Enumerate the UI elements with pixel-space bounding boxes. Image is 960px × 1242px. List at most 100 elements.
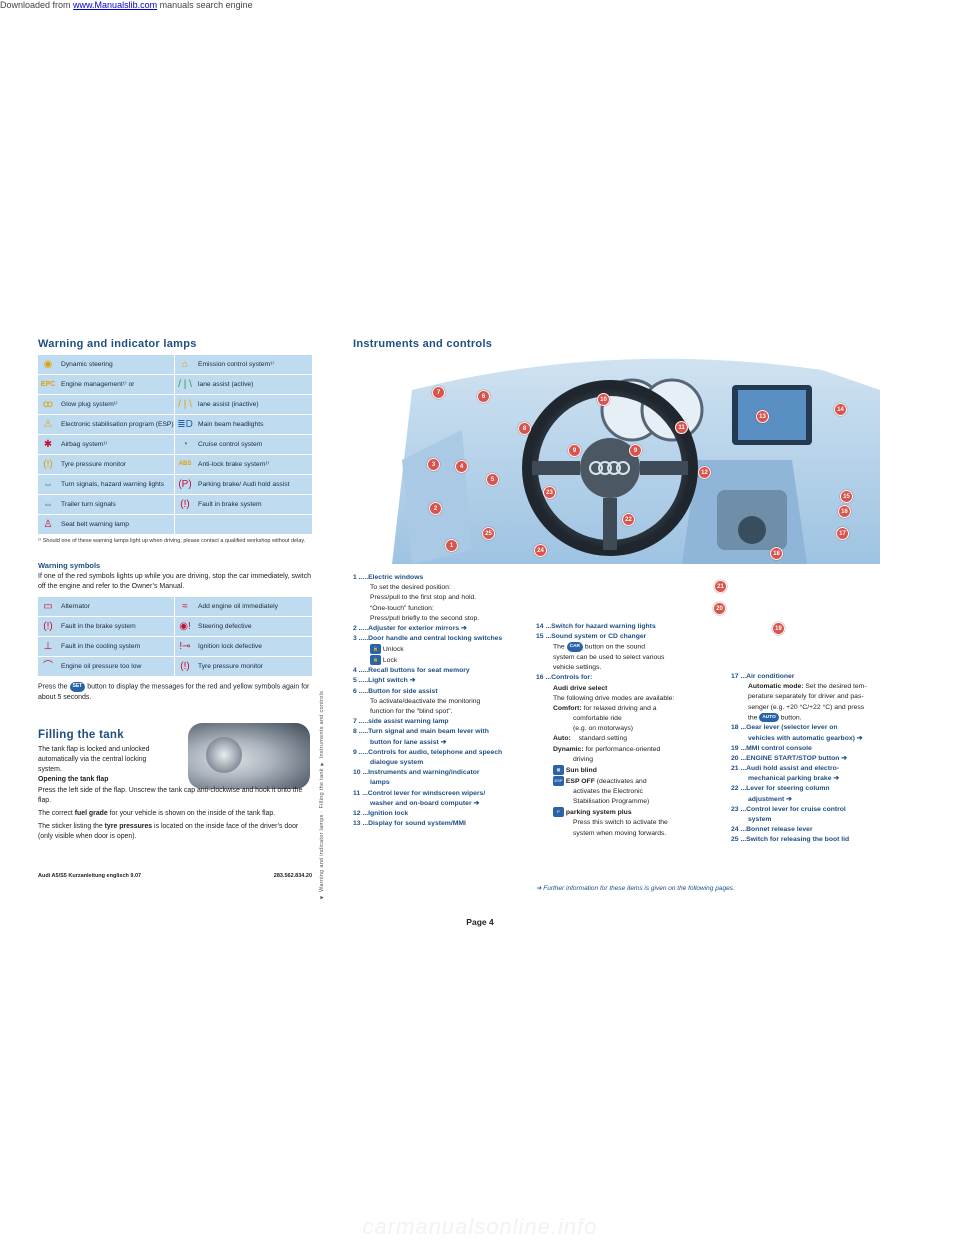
- arrow-icon: ➔: [473, 799, 480, 807]
- callout-10: 10: [597, 393, 610, 406]
- cockpit-illustration: [352, 350, 880, 564]
- callout-7: 7: [432, 386, 445, 399]
- callout-18: 18: [770, 547, 783, 560]
- steering-icon: ◉: [43, 359, 53, 370]
- lamp-cell: / | \lane assist (active): [175, 375, 312, 395]
- esp-off-icon: ESP: [553, 776, 564, 786]
- arrow-icon: ➔: [461, 624, 467, 632]
- lamp-cell: ⇔Turn signals, hazard warning lights: [38, 475, 175, 495]
- trailer-signal-icon: ⇔: [43, 499, 53, 510]
- car-button-icon: CAR: [566, 642, 584, 652]
- header-suffix: manuals search engine: [157, 0, 253, 10]
- filling-tank-section: Filling the tank The tank flap is locked…: [38, 729, 312, 842]
- arrow-icon: ➔: [841, 754, 847, 762]
- lamp-cell: / | \lane assist (inactive): [175, 395, 312, 415]
- callout-21: 21: [714, 580, 727, 593]
- side-navigation: ◄ Warning and indicator lamps · Filling …: [319, 690, 325, 900]
- glow-plug-icon: ꝏ: [42, 399, 54, 410]
- download-header: Downloaded from www.Manualslib.com manua…: [0, 0, 253, 10]
- header-prefix: Downloaded from: [0, 0, 74, 10]
- lamp-cell: (!)Tyre pressure monitor: [38, 455, 175, 475]
- callout-9a: 9: [568, 444, 581, 457]
- warning-lamps-title: Warning and indicator lamps: [38, 338, 197, 350]
- symbol-cell: (!)Fault in the brake system: [38, 617, 175, 638]
- callout-20: 20: [713, 602, 726, 615]
- lamp-cell: ◉Dynamic steering: [38, 355, 175, 375]
- unlock-icon: 🔓: [370, 644, 381, 655]
- symbol-cell: ≈Add engine oil immediately: [175, 597, 312, 618]
- callout-11: 11: [675, 421, 688, 434]
- tank-opening-text: Press the left side of the flap. Unscrew…: [38, 786, 303, 804]
- warning-lamps-section: Warning and indicator lamps ◉Dynamic ste…: [38, 338, 312, 545]
- coolant-icon: ⊥: [43, 641, 53, 653]
- auto-button-icon: AUTO: [759, 712, 779, 722]
- controls-list-col1: 1 .....Electric windows To set the desir…: [353, 574, 503, 828]
- lamp-cell: ♙Seat belt warning lamp: [38, 515, 175, 535]
- tyre-pressure-icon: (!): [43, 459, 53, 470]
- set-button-text: Press the SET button to display the mess…: [38, 682, 310, 701]
- brake-system-icon: (!): [43, 621, 53, 633]
- fuel-grade-text: The correct fuel grade for your vehicle …: [38, 809, 276, 817]
- engine-icon: ⌂: [181, 359, 189, 370]
- warning-symbols-text: If one of the red symbols lights up whil…: [38, 573, 311, 591]
- callout-3: 3: [427, 458, 440, 471]
- arrow-icon: ➔: [833, 775, 840, 783]
- lamp-cell-empty: [175, 515, 312, 535]
- oil-pressure-icon: ⌒: [43, 661, 53, 673]
- ignition-lock-icon: !⊸: [179, 641, 191, 653]
- turn-signal-icon: ⇔: [43, 479, 53, 490]
- callout-24: 24: [534, 544, 547, 557]
- airbag-icon: ✱: [43, 439, 53, 450]
- warning-lamps-table: ◉Dynamic steering ⌂Emission control syst…: [38, 355, 312, 535]
- callout-9b: 9: [629, 444, 642, 457]
- callout-15: 15: [840, 490, 853, 503]
- arrow-icon: ➔: [409, 677, 416, 685]
- lamp-cell: (P)Parking brake/ Audi hold assist: [175, 475, 312, 495]
- symbol-cell: ⌒Engine oil pressure too low: [38, 657, 175, 678]
- controls-list-col2: 14 ...Switch for hazard warning lights 1…: [536, 623, 675, 837]
- callout-8: 8: [518, 422, 531, 435]
- callout-22: 22: [622, 513, 635, 526]
- warning-symbols-title: Warning symbols: [38, 561, 101, 570]
- tyre-monitor-icon: (!): [180, 661, 190, 673]
- abs-icon: ABS: [178, 461, 192, 468]
- callout-14: 14: [834, 403, 847, 416]
- tank-flap-photo: [188, 723, 310, 789]
- controls-list-col3: 17 ...Air conditioner Automatic mode: Se…: [731, 673, 867, 844]
- set-button-icon: SET: [69, 682, 86, 692]
- callout-13: 13: [756, 410, 769, 423]
- lamp-cell: ⇔Trailer turn signals: [38, 495, 175, 515]
- symbol-cell: ⊥Fault in the cooling system: [38, 637, 175, 658]
- warning-symbols-table: ▭Alternator ≈Add engine oil immediately …: [38, 597, 312, 678]
- epc-icon: EPC: [40, 380, 56, 388]
- tyre-pressure-text: The sticker listing the tyre pressures i…: [38, 822, 299, 841]
- arrow-icon: ➔: [786, 795, 792, 803]
- lamp-cell: ⌂Emission control system¹⁾: [175, 355, 312, 375]
- steering-defect-icon: ◉!: [179, 621, 191, 633]
- symbol-cell: !⊸Ignition lock defective: [175, 637, 312, 658]
- warning-footnote: ¹⁾ Should one of these warning lamps lig…: [38, 538, 306, 544]
- cruise-control-icon: ◔: [181, 439, 189, 450]
- cockpit-photo: [352, 350, 880, 564]
- callout-1: 1: [445, 539, 458, 552]
- lamp-cell: ✱Airbag system¹⁾: [38, 435, 175, 455]
- arrow-icon: ➔: [856, 734, 863, 742]
- lane-assist-inactive-icon: / | \: [178, 399, 192, 410]
- brake-fault-icon: (!): [180, 499, 190, 510]
- oil-add-icon: ≈: [182, 601, 188, 613]
- callout-19: 19: [772, 622, 785, 635]
- callout-2: 2: [429, 502, 442, 515]
- lamp-cell: ⚠Electronic stabilisation program (ESP): [38, 415, 175, 435]
- callout-5: 5: [486, 473, 499, 486]
- arrow-icon: ➔: [440, 738, 447, 746]
- seat-belt-icon: ♙: [43, 519, 53, 530]
- lane-assist-active-icon: / | \: [178, 379, 192, 390]
- callout-23: 23: [543, 486, 556, 499]
- callout-17: 17: [836, 527, 849, 540]
- lamp-cell: ◔Cruise control system: [175, 435, 312, 455]
- symbol-cell: (!)Tyre pressure monitor: [175, 657, 312, 678]
- watermark: carmanualsonline.info: [362, 1214, 598, 1239]
- page-number: Page 4: [466, 917, 494, 927]
- manualslib-link[interactable]: www.Manualslib.com: [73, 0, 158, 10]
